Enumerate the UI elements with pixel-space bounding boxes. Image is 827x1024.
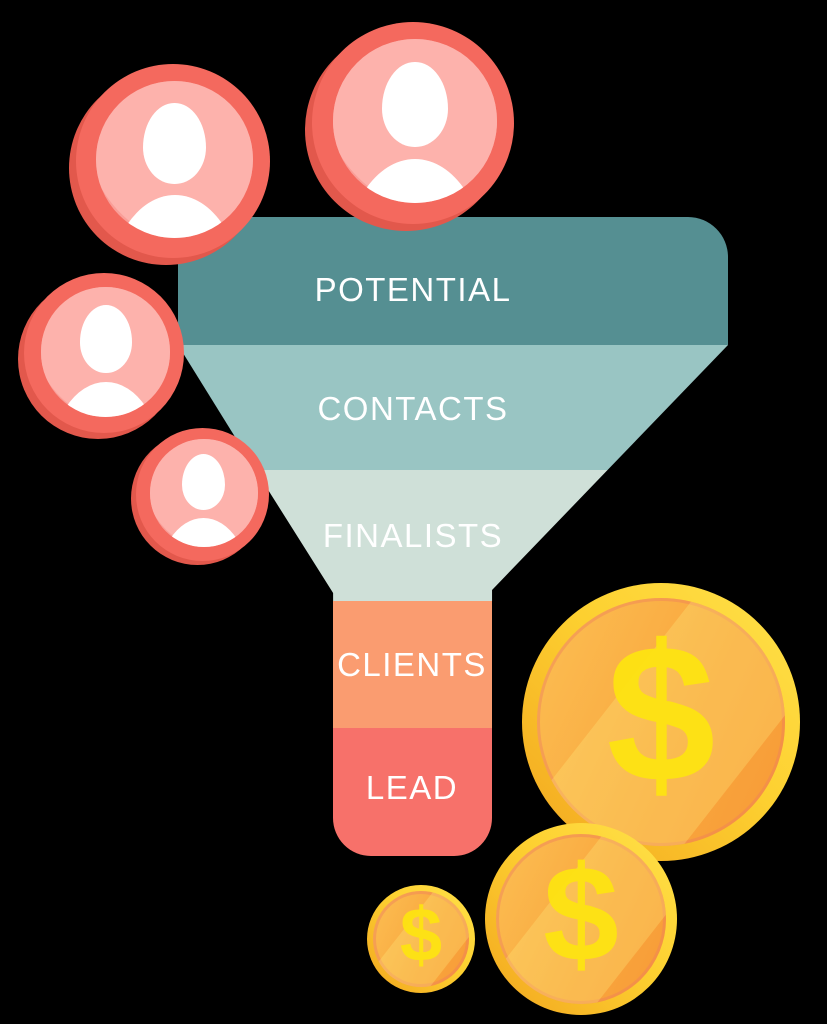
dollar-sign-icon: $ (543, 837, 619, 990)
person-head-icon (79, 305, 132, 373)
person-head-icon (143, 102, 207, 185)
avatar-face (149, 438, 258, 547)
avatar-face (40, 287, 171, 417)
funnel-stage-lead (333, 728, 492, 856)
funnel-label-potential: POTENTIAL (314, 271, 512, 308)
dollar-sign-icon: $ (606, 604, 716, 824)
user-avatar-icon (69, 64, 270, 265)
coin-face: $ (495, 833, 667, 1005)
funnel-label-finalists: FINALISTS (322, 517, 504, 554)
dollar-coin-icon: $ (367, 885, 475, 993)
funnel-label-clients: CLIENTS (337, 646, 487, 683)
dollar-coin-icon: $ (522, 583, 800, 861)
person-head-icon (182, 454, 226, 511)
funnel-stage-clients (333, 601, 492, 728)
coin-face: $ (537, 598, 785, 846)
funnel-stage-potential (178, 217, 728, 345)
user-avatar-icon (131, 427, 269, 566)
avatar-face (96, 80, 254, 238)
coin-face: $ (372, 890, 470, 988)
dollar-coin-icon: $ (485, 823, 677, 1015)
user-avatar-icon (304, 21, 514, 232)
avatar-face (333, 39, 497, 203)
person-head-icon (382, 62, 448, 148)
funnel-label-lead: LEAD (365, 769, 459, 806)
dollar-sign-icon: $ (399, 892, 443, 978)
funnel-label-contacts: CONTACTS (317, 390, 509, 427)
user-avatar-icon (18, 273, 184, 439)
